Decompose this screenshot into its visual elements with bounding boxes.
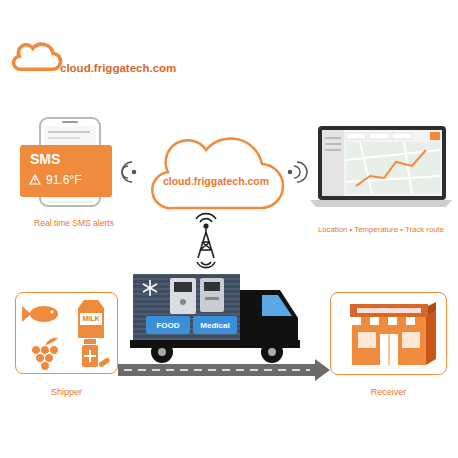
store bbox=[350, 302, 436, 365]
laptop bbox=[310, 126, 452, 207]
logo-text: cloud.friggatech.com bbox=[60, 62, 176, 74]
cargo-label: Medical bbox=[200, 321, 229, 330]
laptop-group: Location • Temperature • Track route bbox=[308, 124, 454, 208]
temperature: 91.6°F bbox=[20, 167, 112, 187]
logo-cloud bbox=[14, 44, 61, 69]
cloud-node: cloud.friggatech.com bbox=[148, 138, 284, 210]
cloud-outline bbox=[152, 138, 283, 208]
caption: Real time SMS alerts bbox=[34, 218, 114, 228]
road-marking bbox=[124, 369, 310, 371]
cell-tower bbox=[196, 214, 216, 268]
carton-label: MILK bbox=[80, 314, 102, 324]
truck bbox=[130, 274, 300, 363]
signal-waves bbox=[289, 162, 308, 182]
phone-group: Real time SMS alertsSMS91.6°F bbox=[18, 116, 130, 208]
sms-bubble: SMS91.6°F bbox=[20, 145, 112, 197]
road-arrow bbox=[118, 359, 330, 381]
caption: Receiver bbox=[371, 387, 407, 397]
signal-waves bbox=[122, 162, 136, 182]
cloud-text: cloud.friggatech.com bbox=[163, 175, 269, 187]
shipper-box: Shipper bbox=[15, 292, 118, 374]
shipper-goods bbox=[22, 300, 111, 371]
road bbox=[118, 364, 316, 376]
warning-icon bbox=[29, 174, 41, 185]
sms-title: SMS bbox=[20, 145, 112, 167]
caption: Location • Temperature • Track route bbox=[318, 225, 444, 234]
arrowhead bbox=[315, 359, 330, 381]
cargo-box: Medical bbox=[193, 316, 237, 334]
caption: Shipper bbox=[51, 387, 82, 397]
receiver-box: Receiver bbox=[330, 292, 447, 375]
warning-triangle bbox=[30, 175, 40, 184]
cargo-box: FOOD bbox=[146, 316, 190, 334]
cargo-label: FOOD bbox=[156, 321, 179, 330]
